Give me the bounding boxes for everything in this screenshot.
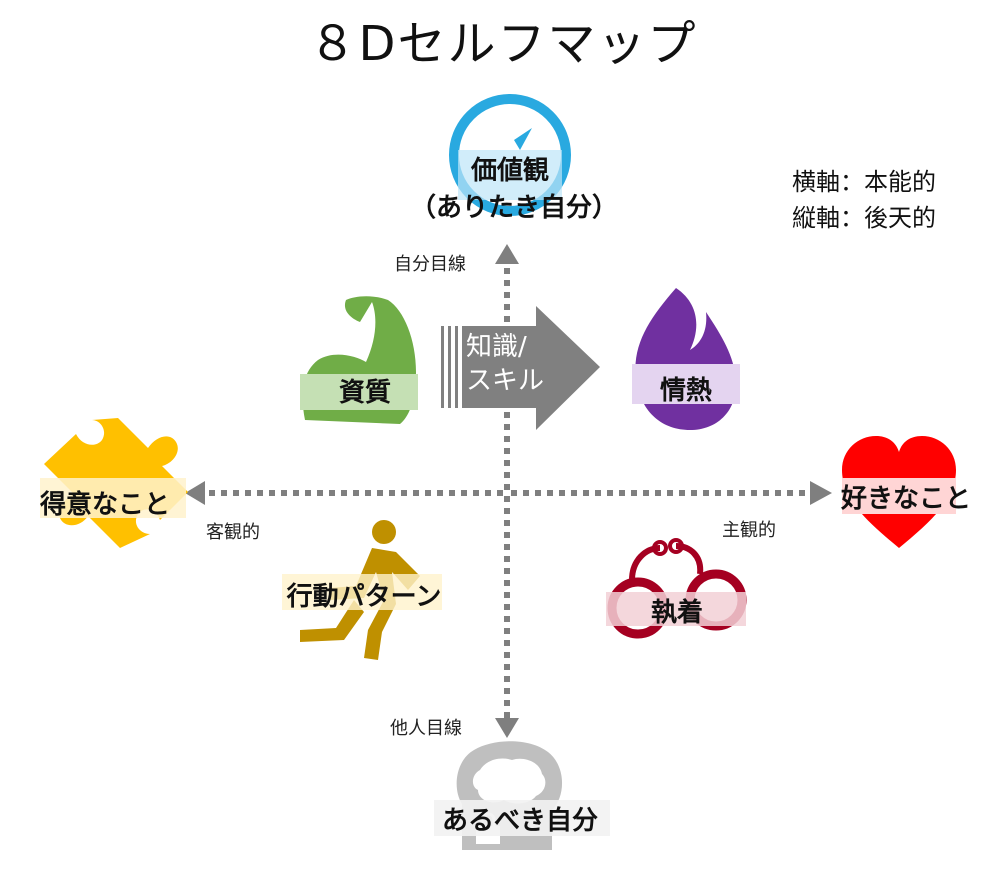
likes-node-label: 好きなこと xyxy=(840,484,971,514)
compass-icon xyxy=(449,94,571,216)
attachment-node-label: 執着 xyxy=(650,598,703,628)
strengths-node-label: 得意なこと xyxy=(39,490,170,520)
knowledge-line-2: スキル xyxy=(466,366,545,396)
vertical-axis-note: 縦軸：後天的 xyxy=(792,204,936,232)
arrow-down-icon xyxy=(495,718,519,738)
ideal-node-label: あるべき自分 xyxy=(441,806,598,836)
axis-note: 横軸：本能的 縦軸：後天的 xyxy=(792,164,936,236)
arrow-right-icon xyxy=(810,481,832,505)
axis-label-bottom: 他人目線 xyxy=(390,718,462,739)
axis-label-left: 客観的 xyxy=(206,522,260,543)
handcuffs-icon xyxy=(606,538,747,639)
heart-icon xyxy=(842,436,956,548)
knowledge-node-label: 知識/ スキル xyxy=(466,330,562,398)
flexed-arm-icon xyxy=(300,296,418,424)
values-title: 価値観 xyxy=(470,156,549,186)
axis-label-right: 主観的 xyxy=(722,520,776,541)
horizontal-axis-note: 横軸：本能的 xyxy=(792,168,936,196)
values-node-label: 価値観 （ありたき自分） xyxy=(410,150,619,224)
axis-label-top: 自分目線 xyxy=(394,254,466,275)
flame-icon xyxy=(632,288,740,430)
arrow-up-icon xyxy=(495,244,519,264)
page-title: ８Dセルフマップ xyxy=(308,16,698,72)
arrow-icon xyxy=(441,306,600,430)
values-subtitle: （ありたき自分） xyxy=(410,193,619,223)
locked-brain-head-icon xyxy=(434,741,610,850)
puzzle-piece-icon xyxy=(40,418,188,548)
passion-node-label: 情熱 xyxy=(659,376,712,406)
aptitude-node-label: 資質 xyxy=(338,378,391,408)
arrow-left-icon xyxy=(185,481,205,505)
horizontal-axis xyxy=(185,481,832,505)
knowledge-line-1: 知識/ xyxy=(466,332,527,362)
running-person-icon xyxy=(282,520,442,660)
behavior-node-label: 行動パターン xyxy=(286,582,442,612)
